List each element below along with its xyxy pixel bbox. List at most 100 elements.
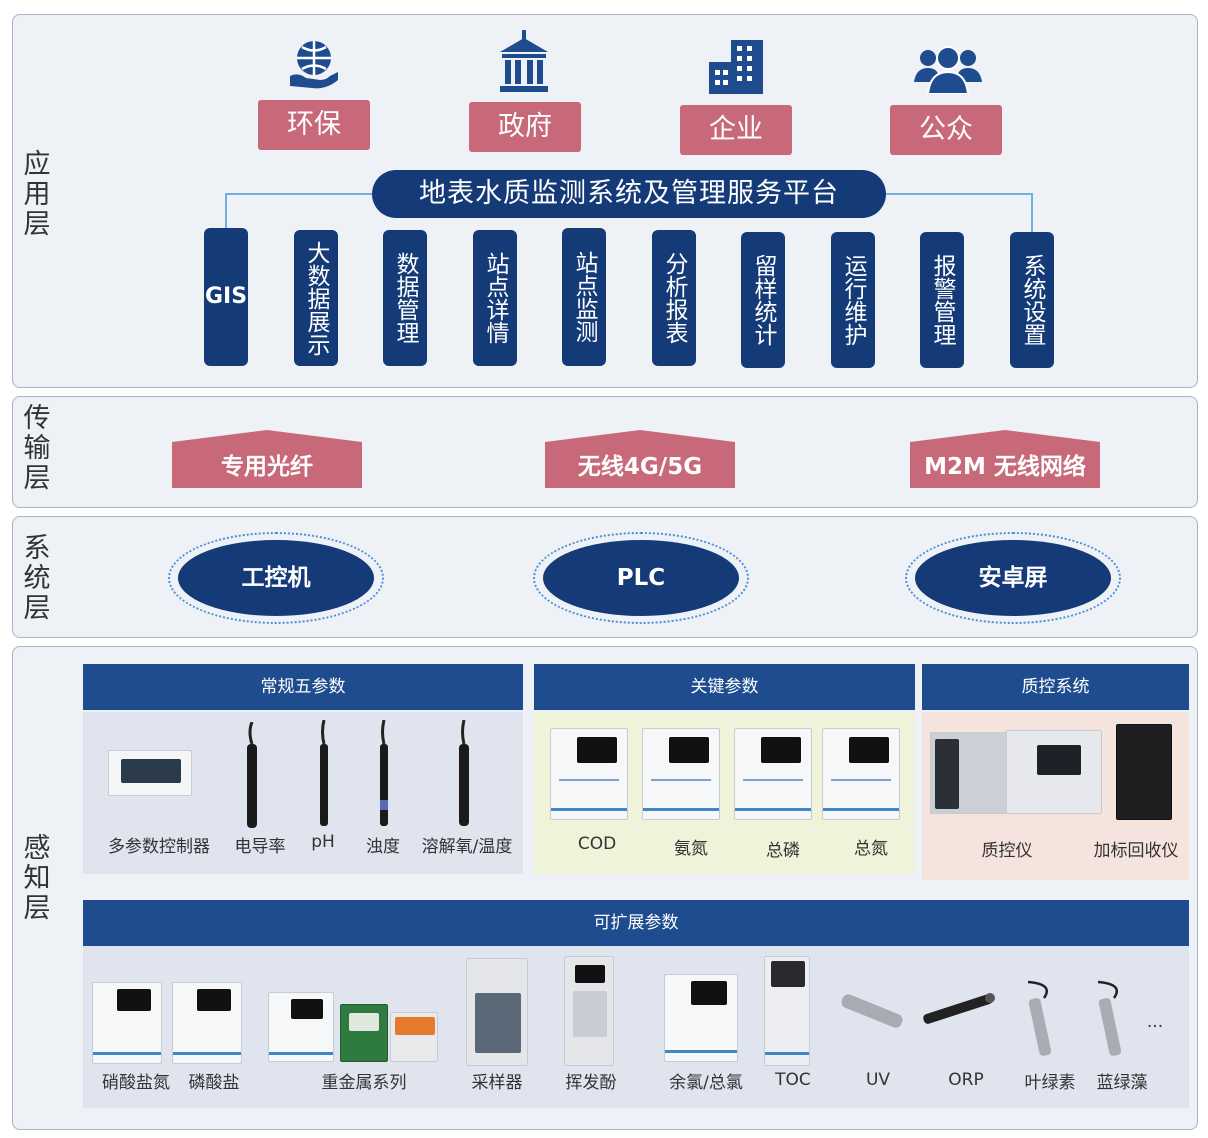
nitrate-analyzer-stripe xyxy=(93,1052,161,1055)
globe-hand-icon xyxy=(290,41,338,89)
caption-sampler: 采样器 xyxy=(471,1073,523,1093)
system-layer-title: 系统层 xyxy=(23,533,51,624)
transmission-m2m: M2M 无线网络 xyxy=(910,430,1100,488)
routine-section-header: 常规五参数 xyxy=(83,664,523,710)
toc-analyzer-image xyxy=(764,956,810,1066)
cod-analyzer-stripe xyxy=(551,808,627,811)
caption-cod: COD xyxy=(577,834,617,854)
volatile-phenol-screen xyxy=(575,965,605,983)
conductivity-probe-image xyxy=(247,722,257,828)
caption-ph: pH xyxy=(311,832,335,852)
heavy-metal-analyzer-1-screen xyxy=(291,999,323,1019)
system-plc: PLC xyxy=(533,532,749,624)
module-system-settings: 系统设置 xyxy=(1010,232,1054,368)
phosphorus-analyzer-image xyxy=(734,728,812,820)
caption-ammonia: 氨氮 xyxy=(674,839,708,859)
chlorine-analyzer-stripe xyxy=(665,1050,737,1053)
caption-nitrate: 硝酸盐氮 xyxy=(102,1073,170,1093)
caption-orp: ORP xyxy=(948,1070,984,1090)
chlorine-analyzer-image xyxy=(664,974,738,1062)
caption-volatile-phenol: 挥发酚 xyxy=(565,1073,617,1093)
phosphorus-analyzer-stripe xyxy=(735,808,811,811)
caption-phosphate: 磷酸盐 xyxy=(188,1073,240,1093)
caption-spike-recovery: 加标回收仪 xyxy=(1093,841,1179,861)
caption-qc-instrument: 质控仪 xyxy=(981,841,1033,861)
heavy-metal-analyzer-3-screen xyxy=(395,1017,435,1035)
heavy-metal-analyzer-1-image xyxy=(268,992,334,1062)
transmission-fiber: 专用光纤 xyxy=(172,430,362,488)
volatile-phenol-window xyxy=(573,991,607,1037)
ammonia-analyzer-image xyxy=(642,728,720,820)
system-android-label: 安卓屏 xyxy=(915,540,1111,616)
transmission-wireless-4g5g: 无线4G/5G xyxy=(545,430,735,488)
module-big-data: 大数据展示 xyxy=(294,230,338,366)
ph-probe-image xyxy=(320,720,328,826)
turbidity-probe-image xyxy=(380,720,388,826)
transmission-wireless-label: 无线4G/5G xyxy=(577,454,703,480)
module-gis: GIS xyxy=(204,228,248,366)
system-ipc-ring xyxy=(168,532,384,624)
stakeholder-enterprise-label: 企业 xyxy=(680,105,792,155)
caption-total-nitrogen: 总氮 xyxy=(854,839,888,859)
chlorophyll-probe-image xyxy=(1027,980,1052,1056)
blue-green-algae-probe-image xyxy=(1097,980,1122,1056)
caption-blue-green-algae: 蓝绿藻 xyxy=(1096,1073,1148,1093)
phosphorus-analyzer-screen xyxy=(761,737,801,763)
phosphate-analyzer-image xyxy=(172,982,242,1064)
cod-analyzer-tag xyxy=(559,779,619,781)
ammonia-analyzer-screen xyxy=(669,737,709,763)
spike-recovery-instrument-image xyxy=(1116,724,1172,820)
stakeholder-government-label: 政府 xyxy=(469,102,581,152)
expand-section-header: 可扩展参数 xyxy=(83,900,1189,946)
module-analysis-report: 分析报表 xyxy=(652,230,696,366)
platform-title: 地表水质监测系统及管理服务平台 xyxy=(372,170,886,218)
module-sample-statistics: 留样统计 xyxy=(741,232,785,368)
caption-dissolved-oxygen: 溶解氧/温度 xyxy=(421,837,513,857)
qc-instrument-panel xyxy=(935,739,959,809)
ammonia-analyzer-stripe xyxy=(643,808,719,811)
perception-layer-title: 感知层 xyxy=(23,833,51,924)
heavy-metal-analyzer-2-image xyxy=(340,1004,388,1062)
caption-chlorophyll: 叶绿素 xyxy=(1024,1073,1076,1093)
toc-analyzer-stripe xyxy=(765,1052,809,1055)
ammonia-analyzer-tag xyxy=(651,779,711,781)
uv-probe-image xyxy=(841,994,903,1028)
phosphate-analyzer-stripe xyxy=(173,1052,241,1055)
module-alarm-management: 报警管理 xyxy=(920,232,964,368)
caption-toc: TOC xyxy=(775,1070,811,1090)
phosphorus-analyzer-tag xyxy=(743,779,803,781)
system-plc-label: PLC xyxy=(543,540,739,616)
controller-screen xyxy=(121,759,181,783)
caption-turbidity: 浊度 xyxy=(366,837,400,857)
platform-connector-lines xyxy=(225,193,1033,232)
caption-heavy-metal: 重金属系列 xyxy=(321,1073,407,1093)
sampler-window xyxy=(475,993,521,1053)
nitrogen-analyzer-tag xyxy=(831,779,891,781)
qc-section-header: 质控系统 xyxy=(922,664,1189,710)
caption-chlorine: 余氯/总氯 xyxy=(669,1073,743,1093)
nitrate-analyzer-screen xyxy=(117,989,151,1011)
module-station-detail: 站点详情 xyxy=(473,230,517,366)
system-ipc: 工控机 xyxy=(168,532,384,624)
system-android-ring xyxy=(905,532,1121,624)
multiparameter-controller-image xyxy=(108,750,192,796)
key-section-header: 关键参数 xyxy=(534,664,915,710)
system-ipc-label: 工控机 xyxy=(178,540,374,616)
caption-total-phosphorus: 总磷 xyxy=(766,841,800,861)
stakeholder-public-label: 公众 xyxy=(890,105,1002,155)
heavy-metal-analyzer-1-stripe xyxy=(269,1052,333,1055)
heavy-metal-analyzer-2-screen xyxy=(349,1013,379,1031)
transmission-layer-title: 传输层 xyxy=(23,403,51,494)
heavy-metal-analyzer-3-image xyxy=(390,1012,438,1062)
cod-analyzer-image xyxy=(550,728,628,820)
toc-analyzer-screen xyxy=(771,961,805,987)
module-data-management: 数据管理 xyxy=(383,230,427,366)
transmission-m2m-label: M2M 无线网络 xyxy=(924,454,1086,480)
transmission-fiber-label: 专用光纤 xyxy=(221,454,313,480)
nitrogen-analyzer-stripe xyxy=(823,808,899,811)
dissolved-oxygen-probe-image xyxy=(459,720,469,826)
system-plc-ring xyxy=(533,532,749,624)
nitrogen-analyzer-image xyxy=(822,728,900,820)
sampler-image xyxy=(466,958,528,1066)
chlorine-analyzer-screen xyxy=(691,981,727,1005)
